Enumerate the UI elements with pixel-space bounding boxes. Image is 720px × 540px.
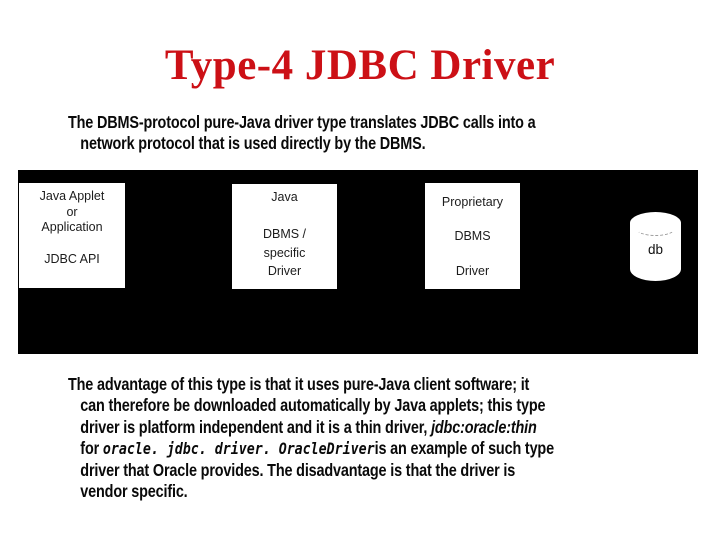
box-line [232, 207, 337, 226]
box-line: DBMS / [262, 227, 307, 241]
body-line: driver that Oracle provides. The disadva… [68, 460, 554, 481]
code-fragment: oracle. jdbc. driver. OracleDriver [102, 439, 375, 459]
box-line: Proprietary [441, 195, 504, 209]
body-line: vendor specific. [68, 481, 554, 502]
box-line: DBMS [454, 229, 491, 244]
body-paragraph: The advantage of this type is that it us… [68, 374, 554, 502]
box-line: JDBC API [44, 251, 100, 266]
box-line: Driver [455, 263, 490, 278]
text-fragment: is an example of such type [374, 438, 555, 459]
body-line: can therefore be downloaded automaticall… [68, 395, 554, 416]
intro-paragraph: The DBMS-protocol pure-Java driver type … [68, 112, 536, 153]
database-icon: db [630, 212, 681, 281]
code-fragment: jdbc:oracle:thin [431, 416, 537, 437]
body-line: for oracle. jdbc. driver. OracleDriveris… [68, 438, 554, 459]
box-line [19, 236, 125, 252]
database-label: db [647, 242, 664, 257]
text-fragment: vendor specific. [80, 481, 188, 502]
box-line [425, 246, 520, 263]
text-fragment: for [80, 438, 103, 459]
intro-line: The DBMS-protocol pure-Java driver type … [68, 112, 536, 132]
box-line [425, 211, 520, 228]
body-line: driver is platform independent and it is… [68, 417, 554, 438]
box-line: Driver [267, 264, 302, 278]
box-line: Java [271, 190, 298, 204]
box-line: or [66, 204, 78, 219]
text-fragment: The advantage of this type is that it us… [68, 374, 530, 394]
body-line: The advantage of this type is that it us… [68, 374, 554, 395]
slide-title: Type-4 JDBC Driver [164, 42, 556, 89]
diagram-box-dbms: Proprietary DBMS Driver [425, 183, 520, 289]
box-line: Application [41, 220, 103, 235]
text-fragment: driver is platform independent and it is… [80, 416, 432, 437]
text-fragment: driver that Oracle provides. The disadva… [80, 459, 516, 480]
intro-line: network protocol that is used directly b… [80, 132, 426, 153]
box-line: Java Applet [39, 189, 105, 203]
box-line: specific [263, 245, 306, 260]
database-cylinder-arc [635, 220, 676, 236]
text-fragment: can therefore be downloaded automaticall… [80, 395, 546, 416]
